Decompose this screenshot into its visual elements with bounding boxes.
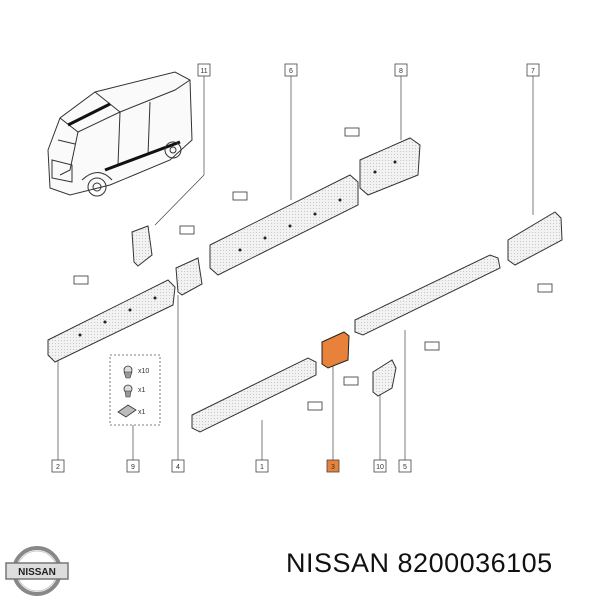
svg-text:2: 2 xyxy=(56,464,60,471)
callout-4: 4 xyxy=(171,459,185,473)
rear-moulding-7 xyxy=(507,211,563,266)
part-number: 8200036105 xyxy=(397,548,553,578)
callout-6: 6 xyxy=(284,63,298,77)
clip-dots xyxy=(78,160,397,337)
callout-10: 10 xyxy=(373,459,387,473)
rear-moulding-upper xyxy=(359,137,421,196)
svg-text:4: 4 xyxy=(176,464,180,471)
svg-text:6: 6 xyxy=(289,68,293,75)
end-cap-10 xyxy=(372,359,397,397)
qty-x1-a: x1 xyxy=(138,387,146,394)
svg-text:3: 3 xyxy=(331,464,335,471)
moulding-part-3-highlighted xyxy=(321,331,350,369)
van-illustration xyxy=(47,71,193,197)
svg-text:8: 8 xyxy=(399,68,403,75)
nissan-logo: NISSAN xyxy=(5,546,69,596)
brand-name: NISSAN xyxy=(286,548,390,578)
svg-text:10: 10 xyxy=(376,464,384,471)
svg-text:11: 11 xyxy=(200,68,207,75)
side-moulding-lower-5 xyxy=(354,254,501,336)
clip-icon xyxy=(123,384,133,398)
svg-text:5: 5 xyxy=(403,464,407,471)
front-moulding-left xyxy=(47,279,176,363)
svg-text:7: 7 xyxy=(531,68,535,75)
qty-x1-b: x1 xyxy=(138,409,146,416)
callouts: 11 6 8 7 2 9 4 1 xyxy=(51,63,540,473)
callout-7: 7 xyxy=(526,63,540,77)
callout-5: 5 xyxy=(398,459,412,473)
leader-lines xyxy=(57,76,534,460)
svg-text:1: 1 xyxy=(260,464,264,471)
small-trim-11 xyxy=(131,225,153,267)
callout-11: 11 xyxy=(197,63,211,77)
qty-x10: x10 xyxy=(138,368,149,375)
moulding-strips xyxy=(47,137,563,433)
callout-2: 2 xyxy=(51,459,65,473)
bracket-icon xyxy=(117,404,137,418)
callout-3-highlighted: 3 xyxy=(326,459,340,473)
clip-markers xyxy=(73,127,553,411)
bracket-trim-4 xyxy=(175,257,203,296)
clip-icon xyxy=(123,365,133,379)
callout-8: 8 xyxy=(394,63,408,77)
svg-text:NISSAN: NISSAN xyxy=(18,567,56,578)
door-moulding-1 xyxy=(191,357,317,433)
callout-9: 9 xyxy=(126,459,140,473)
fastener-kit-box: x10 x1 x1 xyxy=(109,354,161,426)
svg-text:9: 9 xyxy=(131,464,135,471)
side-moulding-upper xyxy=(209,174,359,276)
callout-1: 1 xyxy=(255,459,269,473)
